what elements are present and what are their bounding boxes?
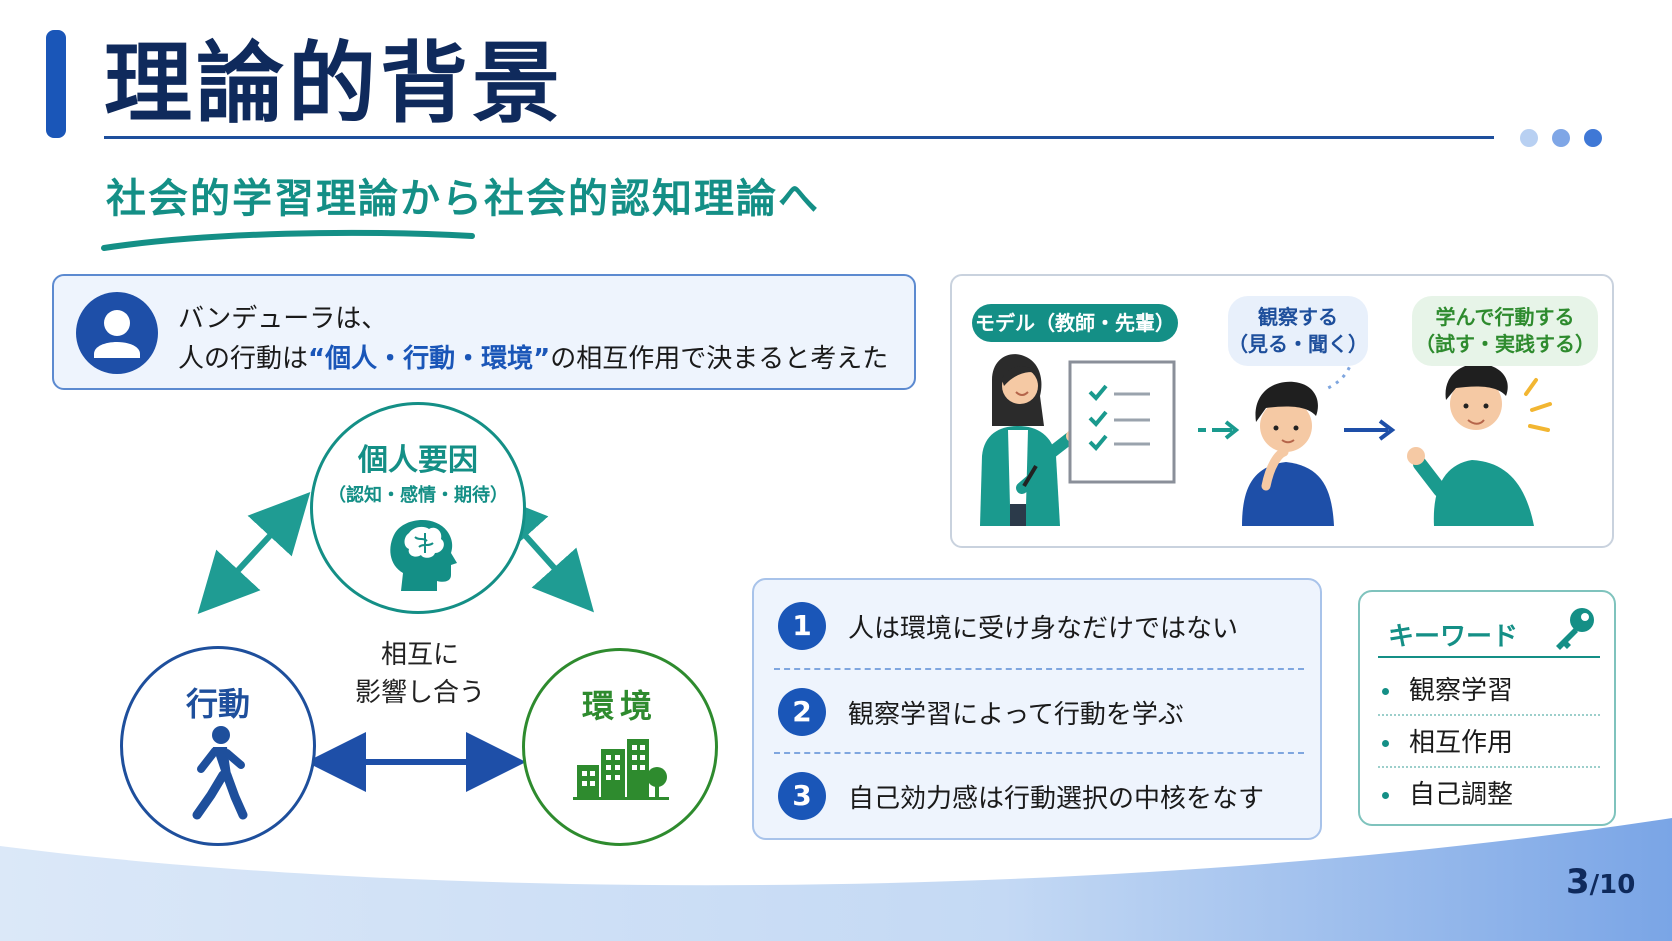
keyword-text: 観察学習: [1409, 676, 1514, 706]
arrow-to-observer: [1198, 420, 1240, 440]
current-page: 3: [1566, 862, 1590, 902]
act-label-line1: 学んで行動する: [1435, 305, 1575, 329]
act-label-line2: （試す・実践する）: [1415, 332, 1595, 356]
arrow-personal-behavior: [197, 491, 311, 615]
act-label: 学んで行動する （試す・実践する）: [1412, 296, 1598, 366]
mutual-line1: 相互に: [380, 640, 459, 670]
arrow-to-actor: [1344, 419, 1396, 441]
observer-figure: [1242, 381, 1334, 526]
page-number: 3/10: [1566, 862, 1635, 902]
personal-factor-subtitle: （認知・感情・期待）: [328, 485, 508, 506]
key-point-number: 1: [778, 602, 826, 650]
walking-person-icon: [192, 726, 248, 820]
decorative-dots: [1520, 129, 1602, 147]
dot-3: [1584, 129, 1602, 147]
bullet-icon: [1382, 792, 1389, 799]
subtitle: 社会的学習理論から社会的認知理論へ: [106, 176, 820, 222]
subtitle-underline: [101, 229, 475, 251]
bullet-icon: [1382, 740, 1389, 747]
observe-label-line1: 観察する: [1258, 305, 1338, 329]
user-icon: [76, 292, 158, 374]
personal-factor-circle: 個人要因 （認知・感情・期待）: [310, 402, 526, 614]
environment-title: 環境: [581, 687, 658, 725]
intro-text-line2: 人の行動は“個人・行動・環境”の相互作用で決まると考えた: [178, 338, 888, 375]
keywords-card: キーワード 観察学習 相互作用 自己調整: [1358, 590, 1616, 826]
checklist-board: [1068, 360, 1176, 484]
observe-label-line2: （見る・聞く）: [1228, 332, 1368, 356]
intro-text-prefix: 人の行動は: [178, 344, 309, 374]
model-label: モデル（教師・先輩）: [972, 304, 1178, 342]
environment-circle: 環境: [522, 648, 718, 846]
keyword-item: 自己調整: [1382, 774, 1513, 811]
keywords-rule: [1378, 656, 1600, 658]
personal-factor-title: 個人要因: [358, 443, 478, 478]
page-title: 理論的背景: [104, 32, 565, 135]
reciprocal-determinism-diagram: 個人要因 （認知・感情・期待） 行動 環境: [110, 396, 730, 856]
key-point: 1 人は環境に受け身なだけではない: [774, 580, 1304, 664]
keyword-divider: [1378, 714, 1600, 716]
observational-learning-scene: モデル（教師・先輩） 観察する （見る・聞く） 学んで行動する （試す・実践する…: [950, 274, 1614, 548]
keyword-divider: [1378, 766, 1600, 768]
key-points-card: 1 人は環境に受け身なだけではない 2 観察学習によって行動を学ぶ 3 自己効力…: [752, 578, 1322, 840]
key-point-divider: [774, 668, 1304, 670]
actor-figure: [1407, 363, 1534, 526]
keyword-item: 観察学習: [1382, 670, 1513, 707]
key-icon: [1556, 608, 1594, 650]
behavior-title: 行動: [185, 685, 250, 723]
brain-head-icon: [390, 519, 457, 591]
behavior-circle: 行動: [120, 646, 316, 846]
total-pages: /10: [1589, 870, 1636, 900]
observe-label: 観察する （見る・聞く）: [1228, 296, 1368, 366]
key-point-divider: [774, 752, 1304, 754]
title-accent-bar: [46, 30, 66, 138]
buildings-tree-icon: [573, 739, 669, 800]
intro-text-suffix: の相互作用で決まると考えた: [550, 344, 889, 374]
keyword-item: 相互作用: [1382, 722, 1513, 759]
intro-text-line1: バンデューラは、: [178, 304, 388, 334]
scene-illustration: [980, 349, 1552, 526]
bullet-icon: [1382, 688, 1389, 695]
key-point-number: 2: [778, 688, 826, 736]
dot-1: [1520, 129, 1538, 147]
sparkle-lines: [1524, 378, 1552, 432]
intro-card: バンデューラは、 人の行動は“個人・行動・環境”の相互作用で決まると考えた: [52, 274, 916, 390]
teacher-figure: [980, 354, 1090, 526]
key-point: 3 自己効力感は行動選択の中核をなす: [774, 750, 1304, 834]
key-point-number: 3: [778, 772, 826, 820]
key-point-text: 自己効力感は行動選択の中核をなす: [848, 784, 1265, 814]
keywords-heading: キーワード: [1388, 622, 1519, 652]
mutual-influence-label: 相互に 影響し合う: [330, 636, 510, 712]
keyword-text: 相互作用: [1409, 728, 1514, 758]
key-point: 2 観察学習によって行動を学ぶ: [774, 666, 1304, 750]
mutual-line2: 影響し合う: [354, 678, 485, 708]
title-divider: [104, 136, 1494, 139]
key-point-text: 観察学習によって行動を学ぶ: [848, 700, 1184, 730]
key-point-text: 人は環境に受け身なだけではない: [848, 614, 1239, 644]
dot-2: [1552, 129, 1570, 147]
keyword-text: 自己調整: [1409, 780, 1514, 810]
intro-highlight: “個人・行動・環境”: [308, 344, 551, 374]
